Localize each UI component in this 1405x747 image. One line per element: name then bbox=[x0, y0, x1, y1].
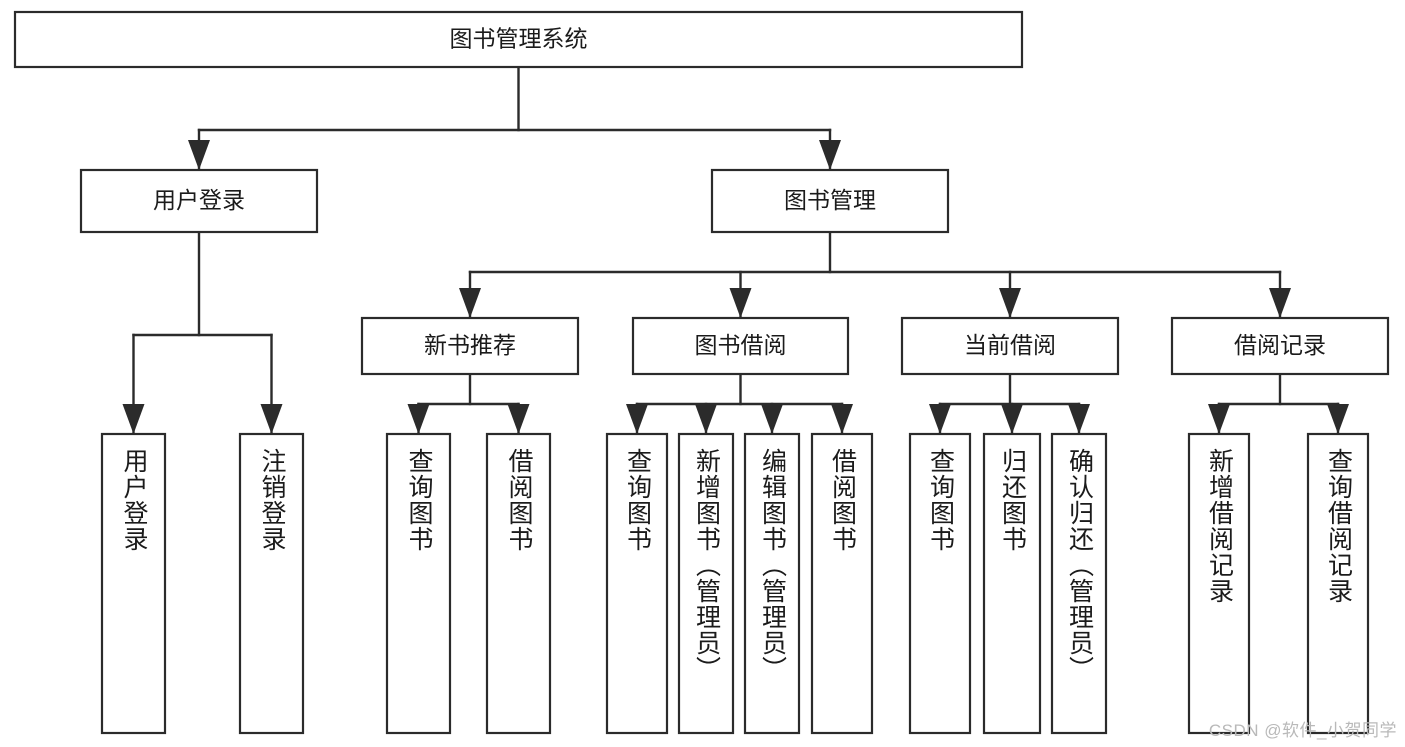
userlogin-to-leaves-arrow-1 bbox=[260, 404, 283, 434]
root-to-level2-arrow-0 bbox=[188, 140, 210, 170]
bookmgmt-to-level3-arrow-3 bbox=[1269, 288, 1291, 318]
bookmgmt-to-level3-arrow-0 bbox=[459, 288, 481, 318]
borrow-record-to-leaves-arrow-1 bbox=[1327, 404, 1349, 434]
connector-layer bbox=[122, 65, 1349, 436]
book-borrow-to-leaves-arrow-0 bbox=[626, 404, 648, 434]
root-to-level2-arrow-1 bbox=[819, 140, 841, 170]
leaf-box-leaf-borrow-book-1[interactable] bbox=[485, 432, 552, 735]
leaf-box-leaf-query-book-1[interactable] bbox=[385, 432, 452, 735]
node-label-book-management: 图书管理 bbox=[784, 187, 876, 213]
new-book-recommend-to-leaves-arrow-0 bbox=[407, 404, 430, 434]
book-borrow-to-leaves-arrow-3 bbox=[831, 404, 853, 434]
leaf-box-leaf-edit-book[interactable] bbox=[743, 432, 801, 735]
node-box-user-login[interactable] bbox=[79, 168, 319, 234]
node-label-book-borrow: 图书借阅 bbox=[695, 332, 787, 358]
root-node-label: 图书管理系统 bbox=[450, 26, 588, 52]
node-label-current-borrow: 当前借阅 bbox=[964, 332, 1056, 358]
leaf-box-leaf-borrow-book-2[interactable] bbox=[810, 432, 874, 735]
leaf-box-leaf-logout[interactable] bbox=[238, 432, 305, 735]
leaf-box-leaf-query-record[interactable] bbox=[1306, 432, 1370, 735]
book-borrow-to-leaves-arrow-2 bbox=[761, 404, 783, 434]
leaf-box-leaf-return-book[interactable] bbox=[982, 432, 1042, 735]
node-box-book-borrow[interactable] bbox=[631, 316, 850, 376]
borrow-record-to-leaves-arrow-0 bbox=[1208, 404, 1230, 434]
book-borrow-to-leaves-arrow-1 bbox=[695, 404, 717, 434]
leaf-box-leaf-query-book-2[interactable] bbox=[605, 432, 669, 735]
node-box-book-management[interactable] bbox=[710, 168, 950, 234]
node-box-new-book-recommend[interactable] bbox=[360, 316, 580, 376]
csdn-watermark: CSDN @软件_小贺同学 bbox=[1208, 721, 1397, 740]
leaf-box-leaf-add-book[interactable] bbox=[677, 432, 735, 735]
leaf-box-leaf-query-book-3[interactable] bbox=[908, 432, 972, 735]
node-box-borrow-record[interactable] bbox=[1170, 316, 1390, 376]
bookmgmt-to-level3-arrow-2 bbox=[999, 288, 1021, 318]
userlogin-to-leaves-arrow-0 bbox=[122, 404, 145, 434]
box-layer bbox=[13, 10, 1390, 735]
node-label-user-login: 用户登录 bbox=[153, 187, 245, 213]
current-borrow-to-leaves-arrow-2 bbox=[1068, 404, 1090, 434]
leaf-box-leaf-confirm-return[interactable] bbox=[1050, 432, 1108, 735]
bookmgmt-to-level3-arrow-1 bbox=[729, 288, 752, 318]
new-book-recommend-to-leaves-arrow-1 bbox=[507, 404, 530, 434]
node-box-current-borrow[interactable] bbox=[900, 316, 1120, 376]
leaf-box-leaf-user-login[interactable] bbox=[100, 432, 167, 735]
leaf-box-leaf-add-record[interactable] bbox=[1187, 432, 1251, 735]
root-node-box[interactable] bbox=[13, 10, 1024, 69]
node-label-borrow-record: 借阅记录 bbox=[1234, 332, 1326, 358]
current-borrow-to-leaves-arrow-1 bbox=[1001, 404, 1023, 434]
node-label-new-book-recommend: 新书推荐 bbox=[424, 332, 516, 358]
current-borrow-to-leaves-arrow-0 bbox=[929, 404, 951, 434]
